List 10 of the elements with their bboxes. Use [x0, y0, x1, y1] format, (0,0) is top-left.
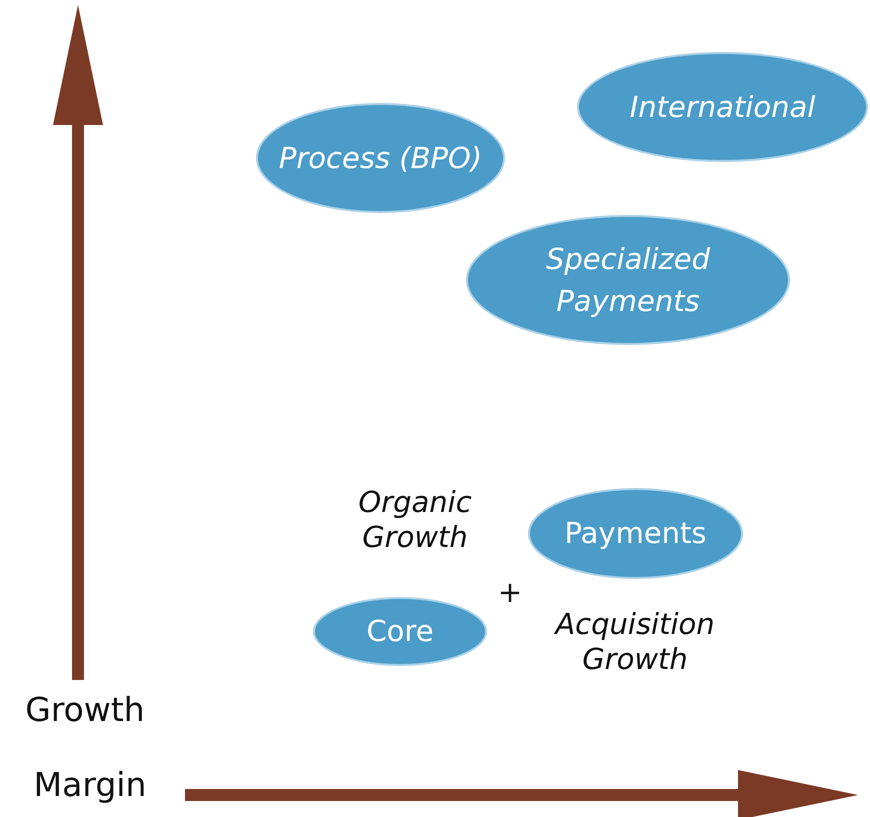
category-ellipse: Process (BPO) [256, 103, 505, 213]
category-ellipse: Payments [528, 488, 743, 579]
axis-label: Margin [32, 765, 148, 805]
category-ellipse: Specialized Payments [466, 215, 790, 345]
category-ellipse: Core [313, 597, 487, 666]
growth-type-label: Acquisition Growth [553, 607, 716, 677]
axis-label: Growth [24, 690, 146, 730]
category-ellipse: International [577, 52, 868, 162]
plus-sign: + [496, 575, 524, 610]
growth-type-label: Organic Growth [357, 485, 473, 555]
